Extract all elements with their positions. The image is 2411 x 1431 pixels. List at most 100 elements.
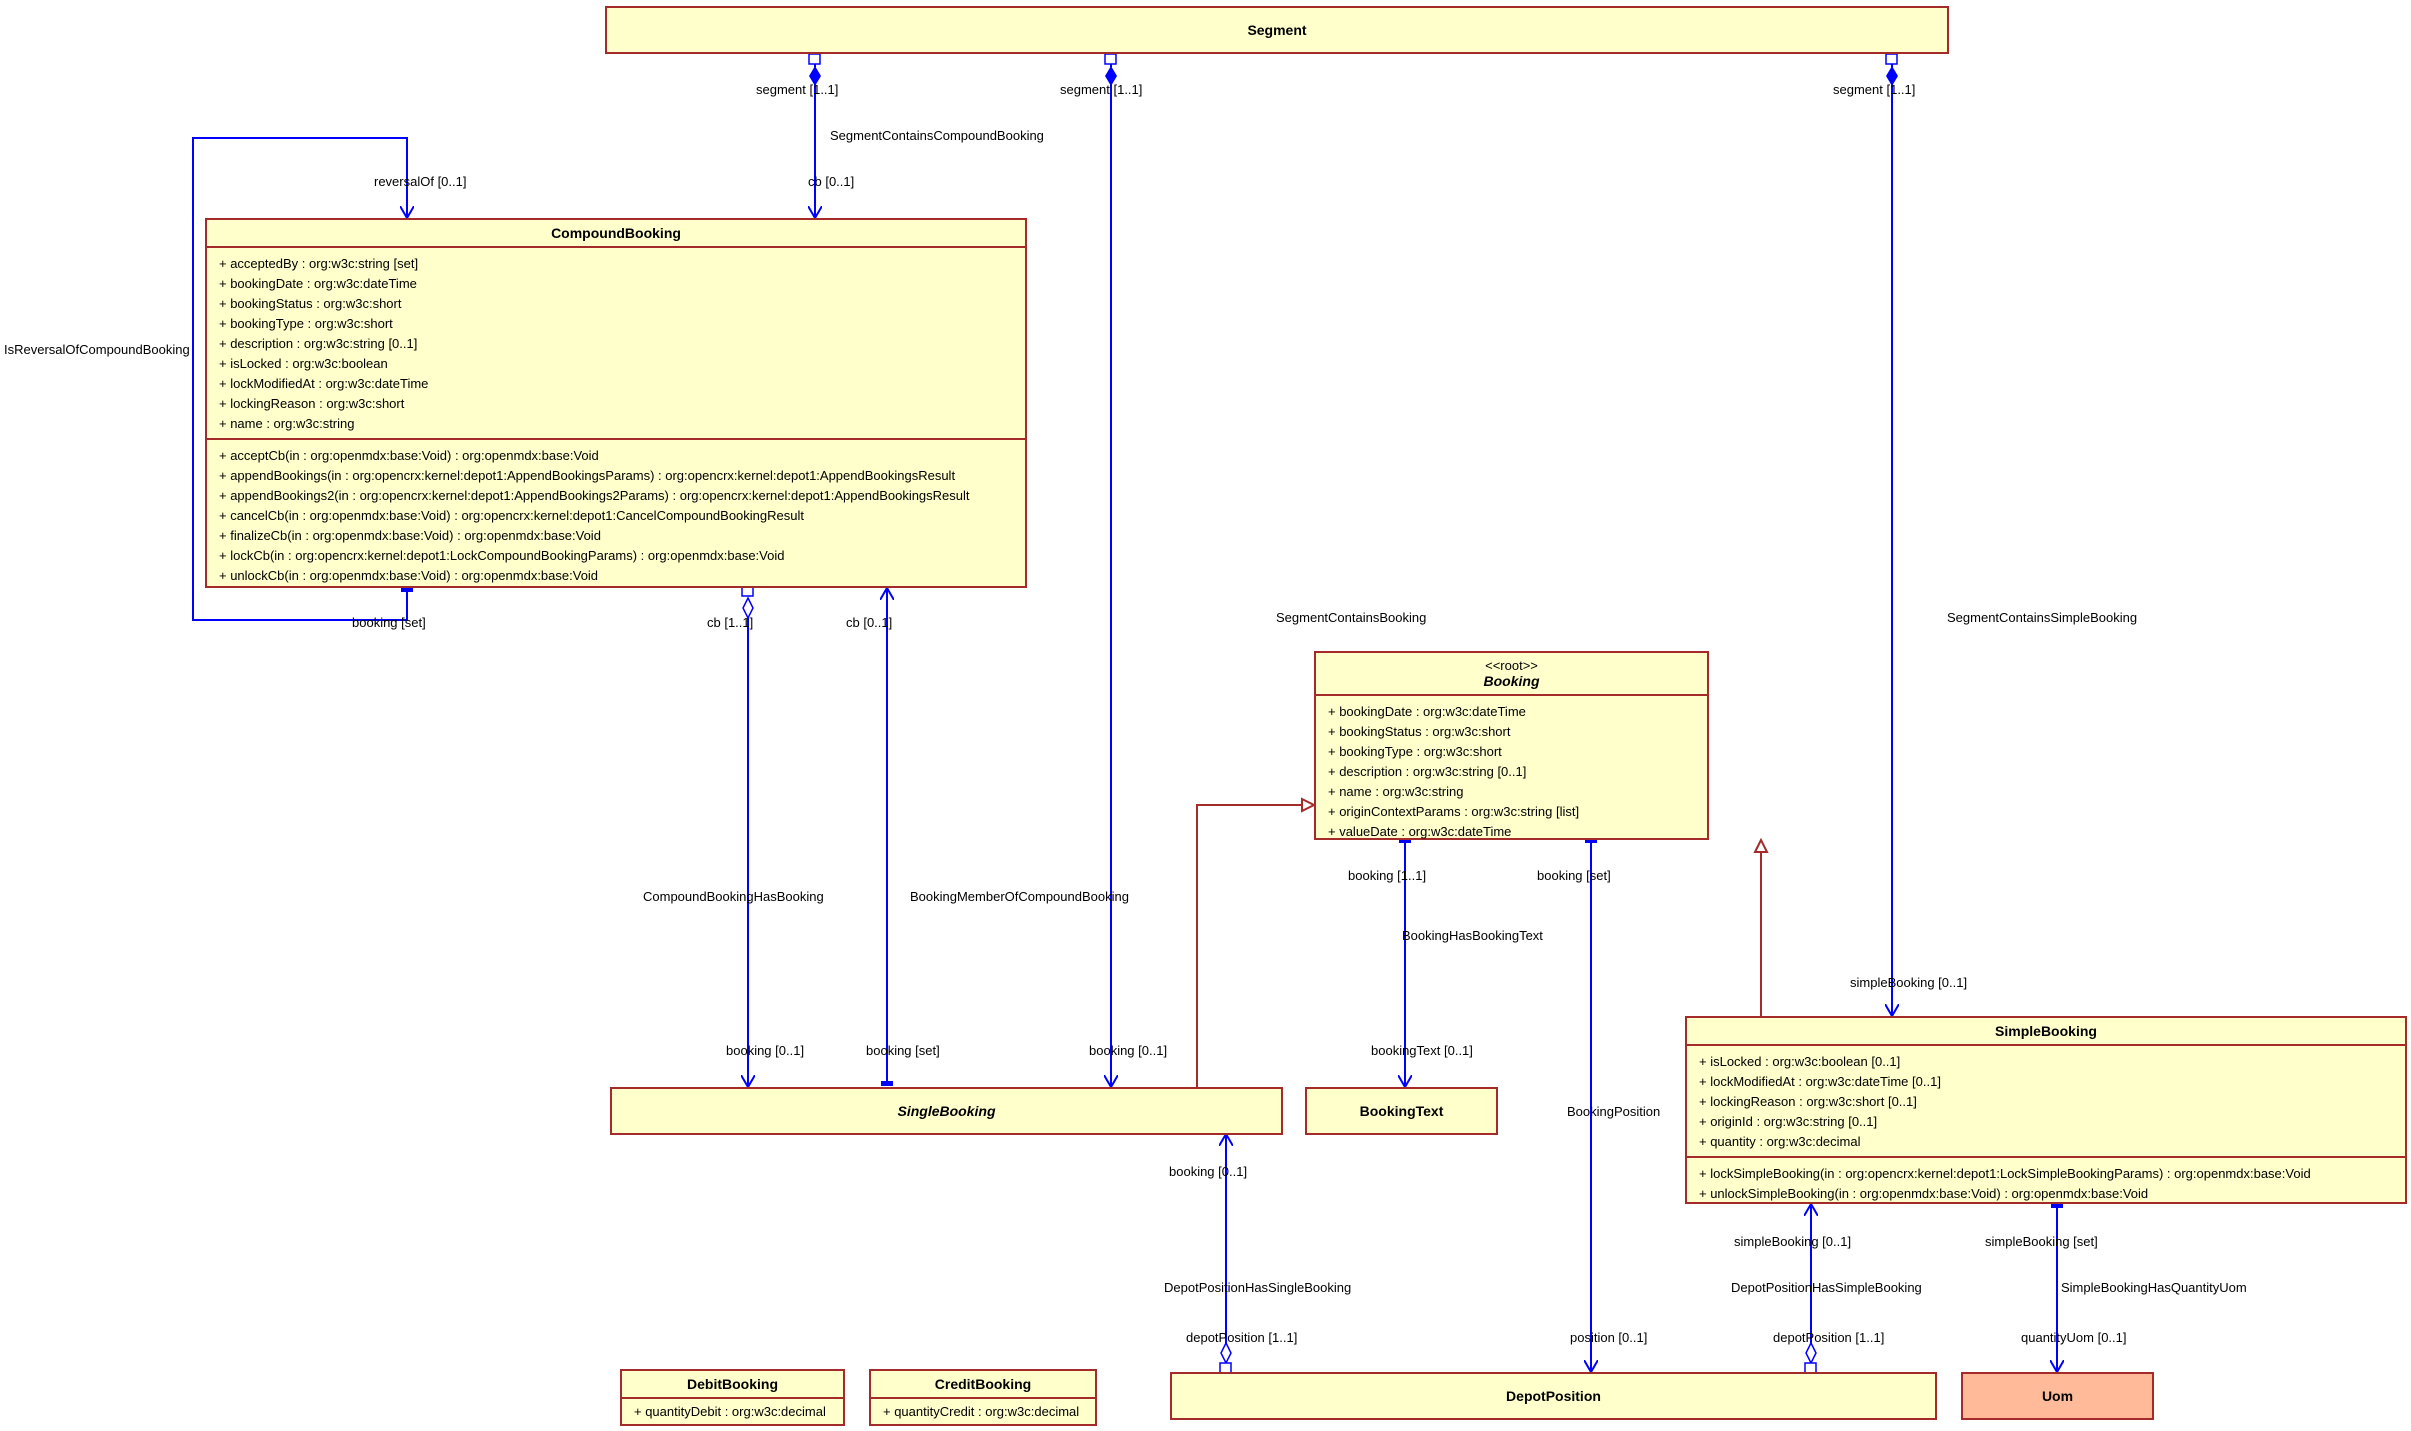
attribute: + quantityDebit : org:w3c:decimal <box>634 1404 826 1419</box>
composition-diamond <box>1886 66 1898 86</box>
class-name: Uom <box>2041 1388 2074 1404</box>
operation: + lockCb(in : org:opencrx:kernel:depot1:… <box>219 548 785 563</box>
gen-simple-booking-booking <box>1753 837 1769 1016</box>
operation: + finalizeCb(in : org:openmdx:base:Void)… <box>219 528 601 543</box>
attribute: + lockModifiedAt : org:w3c:dateTime <box>219 376 429 391</box>
attribute: + bookingDate : org:w3c:dateTime <box>219 276 417 291</box>
class-booking[interactable]: <<root>> Booking + bookingDate : org:w3c… <box>1314 651 1709 840</box>
assoc-booking-member-of-compound-booking <box>881 588 893 1086</box>
class-single-booking[interactable]: SingleBooking <box>610 1087 1283 1135</box>
association-name: SegmentContainsBooking <box>1276 610 1427 625</box>
composition-diamond <box>809 66 821 86</box>
class-name: Segment <box>1247 22 1307 38</box>
operations-compartment: + acceptCb(in : org:openmdx:base:Void) :… <box>207 438 1025 590</box>
operation: + appendBookings(in : org:opencrx:kernel… <box>219 468 956 483</box>
attribute: + valueDate : org:w3c:dateTime <box>1328 824 1512 839</box>
class-segment[interactable]: Segment <box>605 6 1949 54</box>
attribute: + bookingStatus : org:w3c:short <box>219 296 402 311</box>
role-label: segment [1..1] <box>1060 82 1143 97</box>
assoc-is-reversal-of-compound-booking <box>192 137 413 621</box>
set-end-marker <box>1585 838 1597 843</box>
role-label: segment [1..1] <box>1833 82 1916 97</box>
qualifier-box <box>1885 53 1898 65</box>
association-name: BookingHasBookingText <box>1402 928 1543 943</box>
attribute: + isLocked : org:w3c:boolean [0..1] <box>1699 1054 1901 1069</box>
association-name: CompoundBookingHasBooking <box>643 889 824 904</box>
association-name: BookingMemberOfCompoundBooking <box>910 889 1129 904</box>
assoc-segment-compound-booking <box>808 53 821 218</box>
assoc-booking-has-booking-text <box>1399 838 1411 1087</box>
attributes-compartment: + isLocked : org:w3c:boolean [0..1] + lo… <box>1687 1044 2405 1156</box>
association-name: BookingPosition <box>1567 1104 1661 1119</box>
class-depot-position[interactable]: DepotPosition <box>1170 1372 1937 1420</box>
class-simple-booking[interactable]: SimpleBooking + isLocked : org:w3c:boole… <box>1685 1016 2407 1204</box>
role-label: quantityUom [0..1] <box>2021 1330 2127 1345</box>
aggregation-diamond <box>742 596 754 620</box>
attribute: + lockingReason : org:w3c:short [0..1] <box>1699 1094 1917 1109</box>
association-name: SimpleBookingHasQuantityUom <box>2061 1280 2247 1295</box>
class-uom[interactable]: Uom <box>1961 1372 2154 1420</box>
attribute: + quantity : org:w3c:decimal <box>1699 1134 1861 1149</box>
qualifier-box <box>808 53 821 65</box>
generalization-arrow <box>1753 837 1769 853</box>
class-name: Booking <box>1483 673 1540 689</box>
role-label: booking [1..1] <box>1348 868 1427 883</box>
attribute: + quantityCredit : org:w3c:decimal <box>883 1404 1080 1419</box>
role-label: booking [0..1] <box>726 1043 805 1058</box>
association-name: SegmentContainsSimpleBooking <box>1947 610 2138 625</box>
set-end-marker <box>2051 1203 2063 1208</box>
attributes-compartment: + quantityDebit : org:w3c:decimal <box>622 1397 843 1426</box>
attributes-compartment: + acceptedBy : org:w3c:string [set] + bo… <box>207 246 1025 438</box>
class-name: CompoundBooking <box>551 225 681 241</box>
operation: + lockSimpleBooking(in : org:opencrx:ker… <box>1699 1166 2311 1181</box>
role-label: booking [set] <box>866 1043 940 1058</box>
assoc-depot-position-has-simple-booking <box>1805 1204 1817 1374</box>
aggregation-diamond <box>1220 1341 1232 1365</box>
gen-single-booking-booking <box>1196 797 1317 1087</box>
generalization-arrow <box>1301 797 1317 813</box>
class-name: DebitBooking <box>687 1376 778 1392</box>
role-label: segment [1..1] <box>756 82 839 97</box>
class-compound-booking[interactable]: CompoundBooking + acceptedBy : org:w3c:s… <box>205 218 1027 588</box>
set-end-marker <box>881 1081 893 1086</box>
attribute: + bookingDate : org:w3c:dateTime <box>1328 704 1526 719</box>
role-label: cb [0..1] <box>808 174 855 189</box>
association-name: DepotPositionHasSingleBooking <box>1164 1280 1352 1295</box>
association-name: SegmentContainsCompoundBooking <box>830 128 1044 143</box>
stereotype: <<root>> <box>1485 658 1538 673</box>
role-label: depotPosition [1..1] <box>1186 1330 1298 1345</box>
attribute: + originId : org:w3c:string [0..1] <box>1699 1114 1878 1129</box>
role-label: bookingText [0..1] <box>1371 1043 1473 1058</box>
role-label: position [0..1] <box>1570 1330 1648 1345</box>
attribute: + acceptedBy : org:w3c:string [set] <box>219 256 419 271</box>
operation: + appendBookings2(in : org:opencrx:kerne… <box>219 488 970 503</box>
attributes-compartment: + quantityCredit : org:w3c:decimal <box>871 1397 1095 1426</box>
class-credit-booking[interactable]: CreditBooking + quantityCredit : org:w3c… <box>869 1369 1097 1426</box>
role-label: cb [0..1] <box>846 615 893 630</box>
assoc-compound-booking-has-booking <box>742 585 754 1087</box>
attributes-compartment: + bookingDate : org:w3c:dateTime + booki… <box>1316 694 1707 846</box>
class-name: SingleBooking <box>897 1103 996 1119</box>
class-name: SimpleBooking <box>1995 1023 2097 1039</box>
attribute: + isLocked : org:w3c:boolean <box>219 356 388 371</box>
aggregation-diamond <box>1805 1341 1817 1365</box>
class-name: CreditBooking <box>934 1376 1032 1392</box>
class-debit-booking[interactable]: DebitBooking + quantityDebit : org:w3c:d… <box>620 1369 845 1426</box>
role-label: simpleBooking [0..1] <box>1734 1234 1852 1249</box>
qualifier-box <box>1104 53 1117 65</box>
attribute: + name : org:w3c:string <box>1328 784 1464 799</box>
attribute: + lockModifiedAt : org:w3c:dateTime [0..… <box>1699 1074 1941 1089</box>
role-label: booking [set] <box>1537 868 1611 883</box>
class-name: DepotPosition <box>1506 1388 1601 1404</box>
assoc-segment-simple-booking <box>1885 53 1898 1016</box>
attribute: + originContextParams : org:w3c:string [… <box>1328 804 1580 819</box>
role-label: booking [0..1] <box>1089 1043 1168 1058</box>
role-label: booking [0..1] <box>1169 1164 1248 1179</box>
operations-compartment: + lockSimpleBooking(in : org:opencrx:ker… <box>1687 1156 2405 1208</box>
set-end-marker <box>401 587 413 592</box>
attribute: + description : org:w3c:string [0..1] <box>1328 764 1527 779</box>
operation: + unlockCb(in : org:openmdx:base:Void) :… <box>219 568 599 583</box>
role-label: simpleBooking [set] <box>1985 1234 2098 1249</box>
class-booking-text[interactable]: BookingText <box>1305 1087 1498 1135</box>
